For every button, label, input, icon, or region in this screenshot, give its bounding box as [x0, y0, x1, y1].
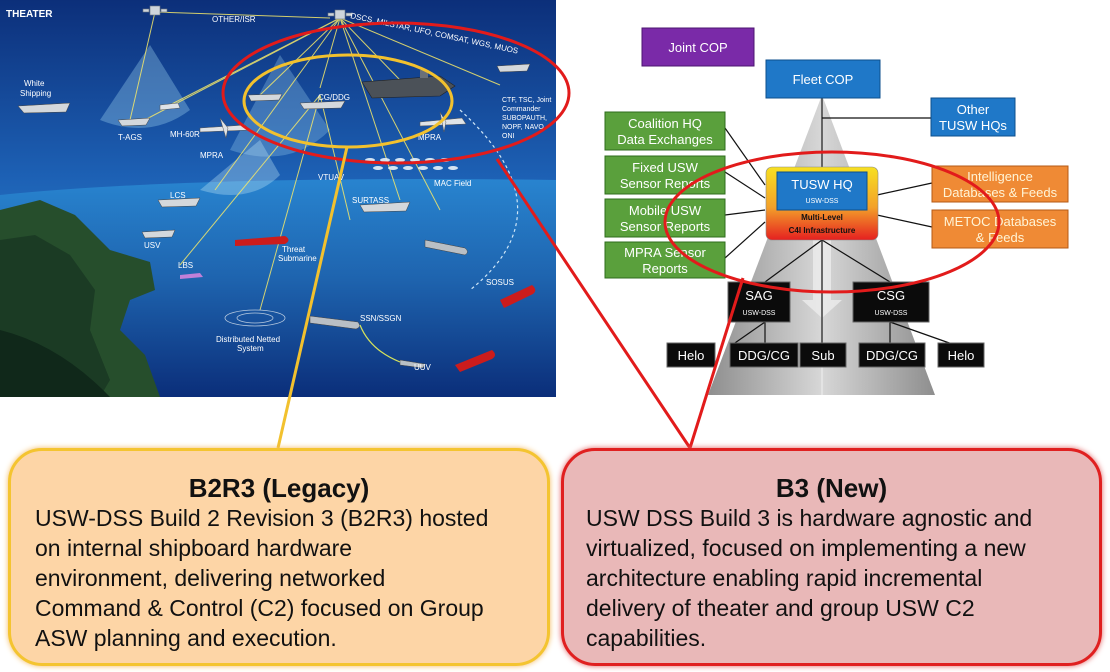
- node-sublabel: USW-DSS: [806, 198, 839, 205]
- new-line-1: USW DSS Build 3 is hardware agnostic and: [586, 505, 1033, 531]
- node-helo-left: Helo: [666, 342, 716, 368]
- tags-label: T-AGS: [118, 133, 142, 142]
- node-label: Sensor Reports: [620, 219, 711, 234]
- node-label: CSG: [877, 288, 905, 303]
- ctf-label-1: CTF, TSC, Joint: [502, 97, 551, 104]
- node-label: Sub: [811, 348, 834, 363]
- new-callout-box: B3 (New) USW DSS Build 3 is hardware agn…: [561, 448, 1102, 666]
- white-shipping-label-1: White: [24, 79, 45, 88]
- legacy-description: USW-DSS Build 2 Revision 3 (B2R3) hosted…: [11, 503, 547, 653]
- ctf-label-4: NOPF, NAVO: [502, 124, 544, 131]
- legacy-line-4: Command & Control (C2) focused on Group: [35, 595, 484, 621]
- node-label: Other: [957, 102, 990, 117]
- ctf-label-2: Commander: [502, 106, 541, 113]
- dns-label-1: Distributed Netted: [216, 335, 280, 344]
- legacy-line-3: environment, delivering networked: [35, 565, 386, 591]
- node-label: Fixed USW: [632, 160, 698, 175]
- node-box: [858, 342, 926, 368]
- surtass-label: SURTASS: [352, 196, 389, 205]
- node-label: Data Exchanges: [617, 132, 713, 147]
- node-sublabel: USW-DSS: [743, 310, 776, 317]
- sosus-label: SOSUS: [486, 278, 514, 287]
- mpra-label-2: MPRA: [418, 133, 442, 142]
- node-box: [604, 111, 726, 151]
- threat-label-2: Submarine: [278, 254, 317, 263]
- node-sag: SAG USW-DSS: [727, 281, 791, 323]
- mh60r-label: MH-60R: [170, 130, 200, 139]
- node-label: Helo: [678, 348, 705, 363]
- node-box: [641, 27, 755, 67]
- ctf-label-3: SUBOPAUTH,: [502, 115, 547, 122]
- c4i-label-1: Multi-Level: [801, 213, 843, 222]
- node-label: TUSW HQ: [791, 177, 852, 192]
- lbs-label: LBS: [178, 261, 193, 270]
- node-label: MPRA Sensor: [624, 245, 706, 260]
- new-description: USW DSS Build 3 is hardware agnostic and…: [564, 503, 1099, 653]
- lcs-label: LCS: [170, 191, 186, 200]
- node-label: Reports: [642, 261, 688, 276]
- node-box: [937, 342, 985, 368]
- legacy-title: B2R3 (Legacy): [188, 473, 370, 503]
- cgddg-label: CG/DDG: [318, 93, 350, 102]
- mac-field-label: MAC Field: [434, 179, 471, 188]
- dns-label-2: System: [237, 344, 264, 353]
- new-title: B3 (New): [775, 473, 888, 503]
- node-label: Joint COP: [668, 40, 727, 55]
- legacy-line-1: USW-DSS Build 2 Revision 3 (B2R3) hosted: [35, 505, 489, 531]
- new-line-4: delivery of theater and group USW C2: [586, 595, 975, 621]
- theater-illustration: THEATER OTHER/ISR DSCS, MILSTAR, UFO, CO…: [0, 0, 556, 397]
- node-box: [799, 342, 847, 368]
- node-label: Sensor Reports: [620, 176, 711, 191]
- vtuav-label: VTUAV: [318, 173, 345, 182]
- node-label: METOC Databases: [944, 214, 1057, 229]
- ctf-label-5: ONI: [502, 133, 515, 140]
- node-helo-right: Helo: [937, 342, 985, 368]
- node-box: [930, 97, 1016, 137]
- node-label: Fleet COP: [793, 72, 854, 87]
- node-fleet-cop: Fleet COP: [765, 59, 881, 99]
- node-ddgcg-left: DDG/CG: [729, 342, 799, 368]
- node-sublabel: USW-DSS: [875, 310, 908, 317]
- node-joint-cop: Joint COP: [641, 27, 755, 67]
- threat-label-1: Threat: [282, 245, 306, 254]
- legacy-callout-box: B2R3 (Legacy) USW-DSS Build 2 Revision 3…: [8, 448, 550, 666]
- node-label: Intelligence: [967, 169, 1033, 184]
- node-label: DDG/CG: [866, 348, 918, 363]
- node-sub: Sub: [799, 342, 847, 368]
- node-label: Mobile USW: [629, 203, 702, 218]
- legacy-line-5: ASW planning and execution.: [35, 625, 337, 651]
- c4i-label-2: C4I Infrastructure: [789, 226, 856, 235]
- mpra-label-1: MPRA: [200, 151, 224, 160]
- node-ddgcg-right: DDG/CG: [858, 342, 926, 368]
- new-line-2: virtualized, focused on implementing a n…: [586, 535, 1026, 561]
- hierarchy-diagram: Multi-Level C4I Infrastructure Joint COP…: [604, 27, 1069, 395]
- theater-title: THEATER: [6, 9, 53, 20]
- node-metoc: METOC Databases& Feeds: [931, 209, 1069, 249]
- node-box: [765, 59, 881, 99]
- node-label: DDG/CG: [738, 348, 790, 363]
- ssn-label: SSN/SSGN: [360, 314, 402, 323]
- white-shipping-label-2: Shipping: [20, 89, 51, 98]
- new-line-5: capabilities.: [586, 625, 707, 651]
- node-label: & Feeds: [976, 230, 1025, 245]
- node-label: Coalition HQ: [628, 116, 702, 131]
- new-line-3: architecture enabling rapid incremental: [586, 565, 983, 591]
- other-isr-label: OTHER/ISR: [212, 15, 256, 24]
- node-label: TUSW HQs: [939, 118, 1007, 133]
- usv-label: USV: [144, 241, 161, 250]
- node-csg: CSG USW-DSS: [852, 281, 930, 323]
- legacy-line-2: on internal shipboard hardware: [35, 535, 353, 561]
- uuv-label: UUV: [414, 363, 432, 372]
- node-label: Helo: [948, 348, 975, 363]
- node-label: SAG: [745, 288, 772, 303]
- node-label: Databases & Feeds: [943, 185, 1058, 200]
- node-tusw-hq: TUSW HQ USW-DSS: [776, 171, 868, 211]
